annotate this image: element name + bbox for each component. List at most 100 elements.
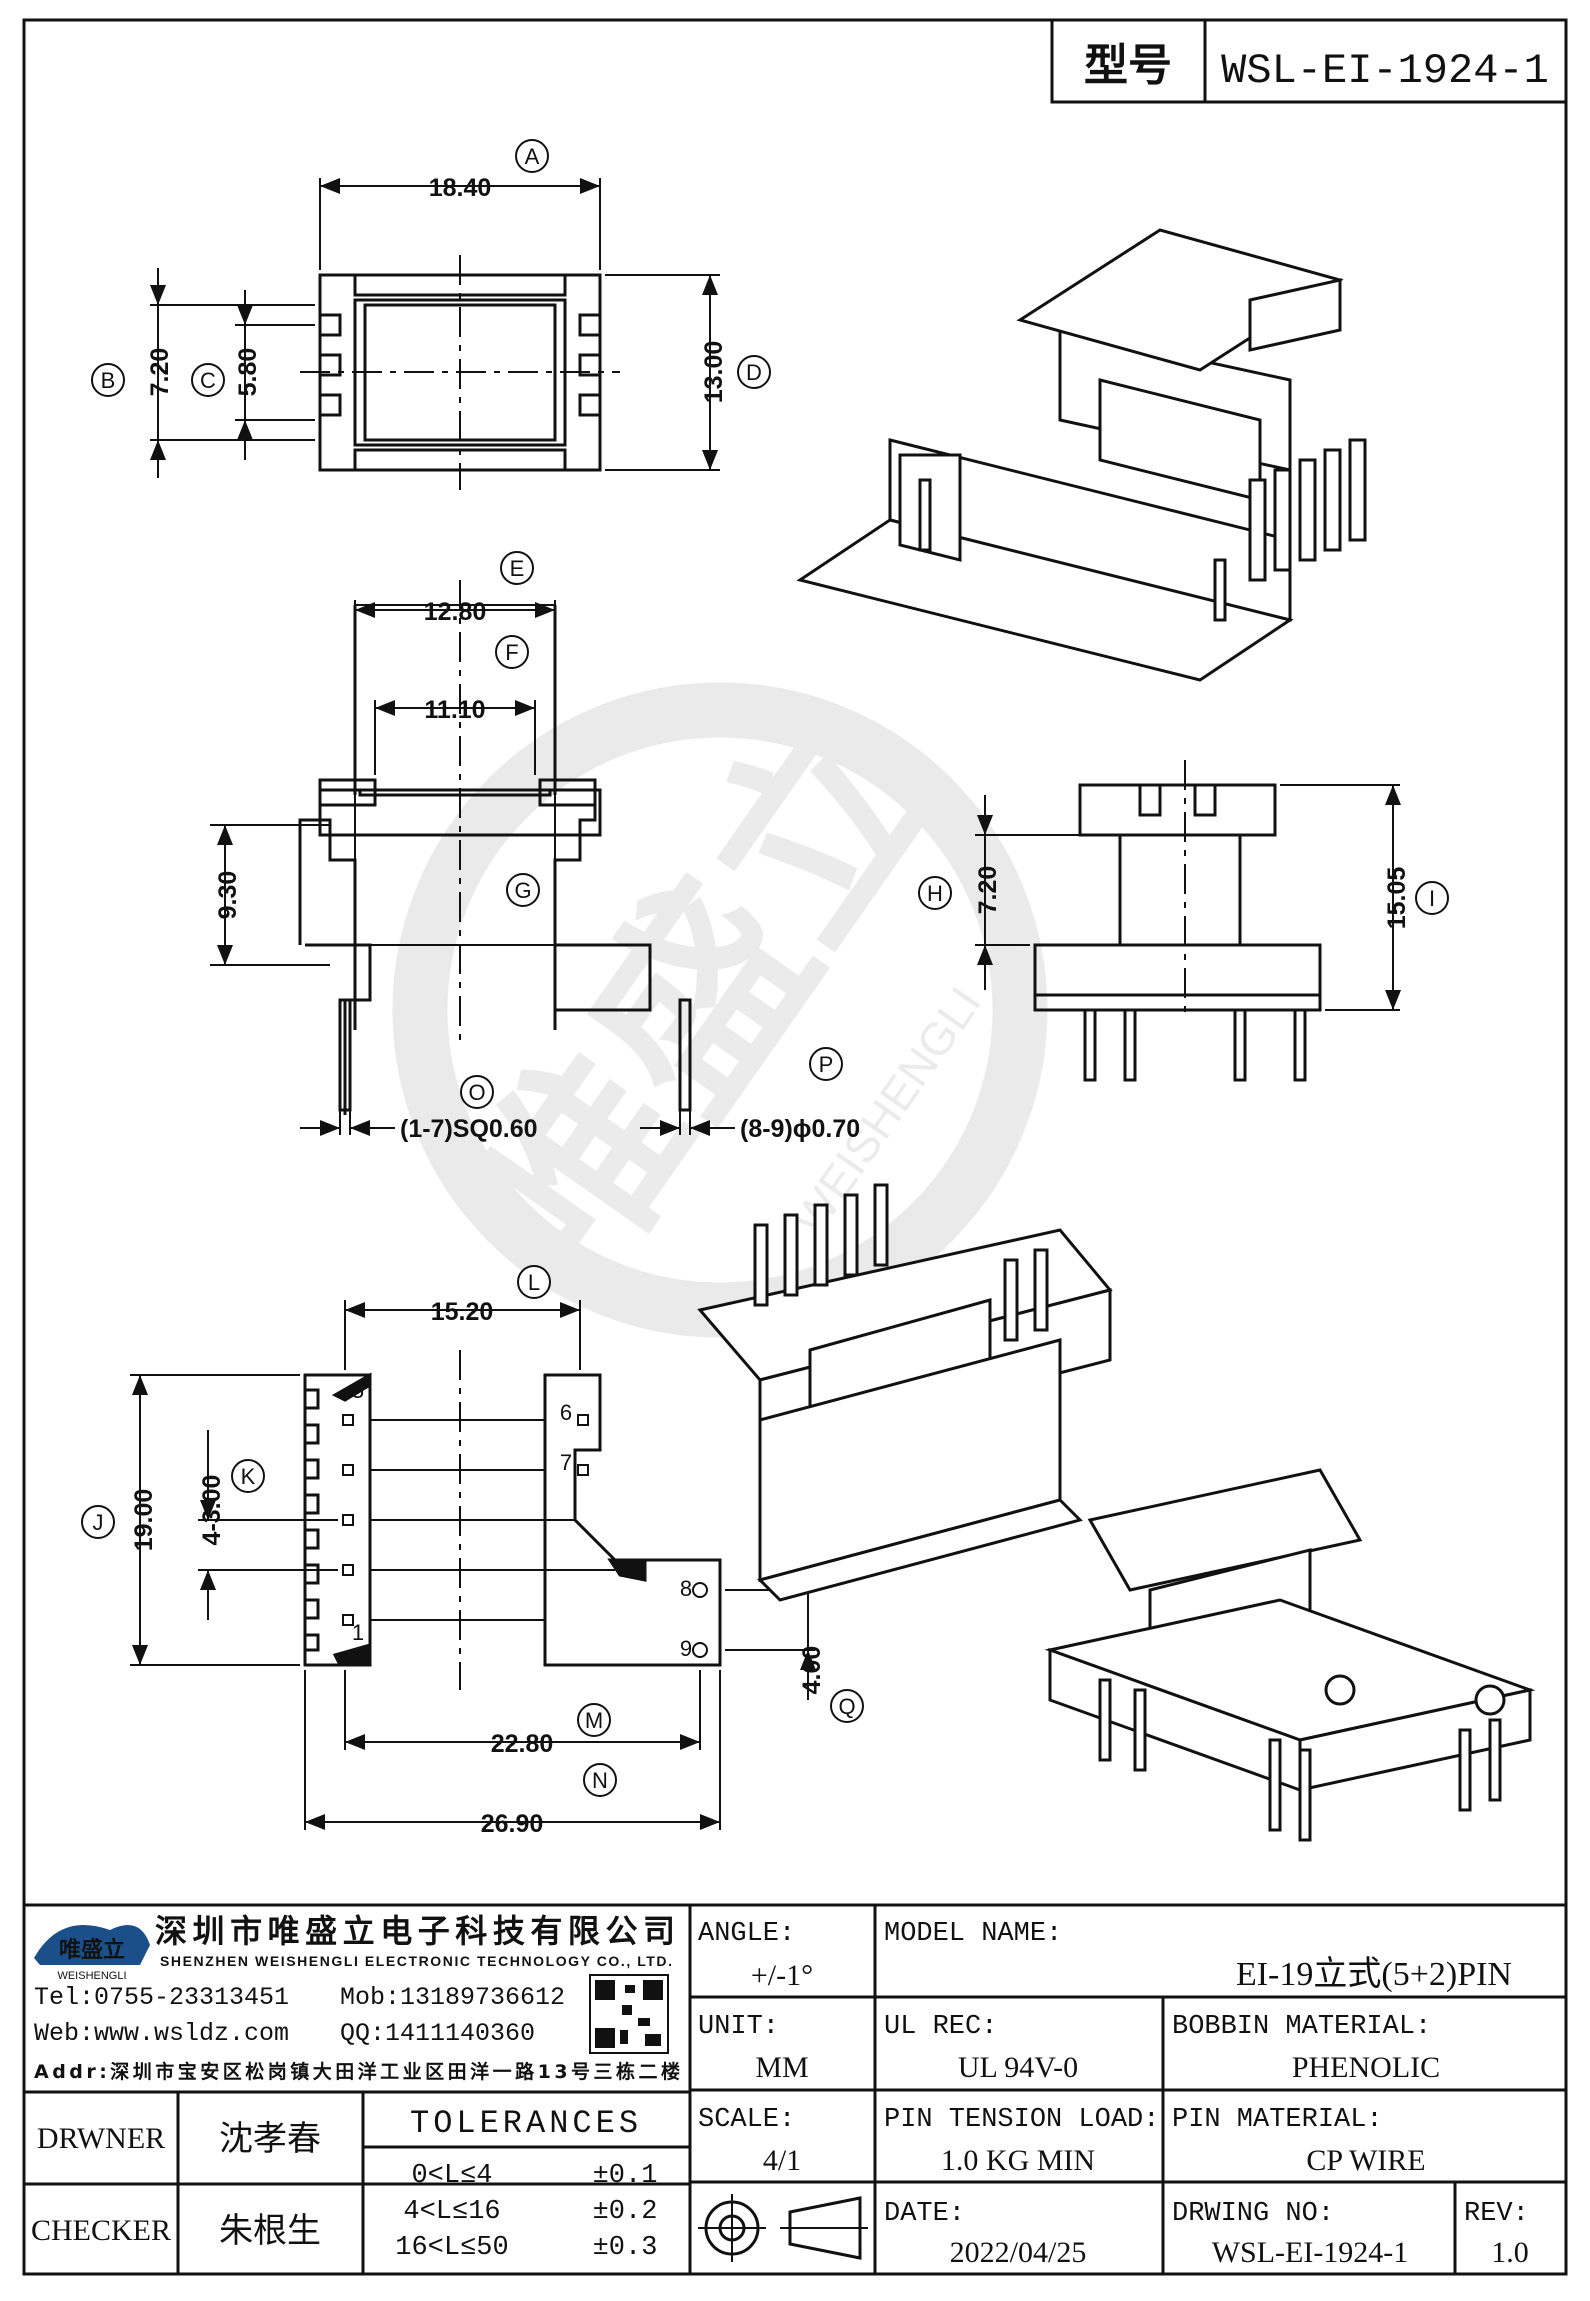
dim-letter-circle-Q: [830, 1689, 864, 1723]
dim-letter-E: E: [510, 556, 525, 581]
company-name-cn: 深圳市唯盛立电子科技有限公司: [155, 1912, 675, 1950]
front-view-dims: [210, 600, 735, 1136]
tension-value: 1.0 KG MIN: [941, 2144, 1095, 2177]
company-qq: QQ:1411140360: [340, 2019, 535, 2048]
footprint-view: [303, 1350, 722, 1690]
bobbin-value: PHENOLIC: [1292, 2051, 1440, 2084]
front-view: [298, 580, 692, 1115]
dim-E: 12.80: [424, 598, 487, 626]
dim-B: 7.20: [146, 348, 174, 397]
dim-P: (8-9)ϕ0.70: [740, 1115, 860, 1143]
company-addr: Addr:深圳市宝安区松岗镇大田洋工业区田洋一路13号三栋二楼: [34, 2060, 680, 2083]
dim-letter-I: I: [1429, 886, 1435, 911]
dim-K: 4-3.00: [198, 1475, 226, 1546]
dim-letter-Q: Q: [838, 1694, 855, 1719]
dim-letter-J: J: [93, 1510, 104, 1535]
tolerance-range: 0<L≤4: [411, 2161, 492, 2191]
dim-letter-B: B: [101, 368, 116, 393]
dim-M: 22.80: [491, 1730, 554, 1758]
date-value: 2022/04/25: [950, 2236, 1087, 2269]
dim-letter-circle-K: [231, 1459, 265, 1493]
drwing-no-label: DRWING NO:: [1172, 2199, 1334, 2229]
bobbin-label: BOBBIN MATERIAL:: [1172, 2012, 1431, 2042]
qr-code: [589, 1974, 669, 2054]
dim-letter-K: K: [241, 1464, 256, 1489]
unit-value: MM: [755, 2051, 808, 2084]
dim-Q: 4.00: [798, 1646, 826, 1695]
tolerance-value: ±0.2: [593, 2197, 658, 2227]
isometric-view-bottom-right: [1044, 1468, 1536, 1842]
dim-letter-L: L: [528, 1270, 540, 1295]
dim-letter-circle-N: [583, 1763, 617, 1797]
model-box: 型号 WSL-EI-1924-1: [1050, 18, 1568, 104]
pin-label-8: 8: [680, 1576, 692, 1601]
top-view-dims: [150, 178, 720, 478]
company-logo: 唯盛立 WEISHENGLI: [34, 1924, 150, 1982]
pin-label-6: 6: [560, 1400, 572, 1425]
scale-label: SCALE:: [698, 2105, 795, 2135]
angle-value: +/-1°: [751, 1959, 813, 1992]
ul-label: UL REC:: [884, 2012, 997, 2042]
dim-letter-M: M: [585, 1708, 603, 1733]
checker-value: 朱根生: [219, 2211, 321, 2251]
dim-A: 18.40: [429, 174, 492, 202]
dim-D: 13.00: [700, 341, 728, 404]
pin-label-1: 1: [352, 1620, 364, 1645]
dim-letter-circle-C: [191, 363, 225, 397]
dim-letter-circle-F: [495, 635, 529, 669]
scale-value: 4/1: [763, 2144, 801, 2177]
dim-letter-circle-G: [506, 873, 540, 907]
dim-letter-circle-A: [515, 139, 549, 173]
model-box-value: WSL-EI-1924-1: [1221, 47, 1549, 95]
dim-letter-N: N: [592, 1768, 608, 1793]
tolerance-range: 16<L≤50: [395, 2233, 508, 2263]
dim-letter-circle-B: [91, 363, 125, 397]
dim-letter-H: H: [927, 881, 943, 906]
dim-letter-C: C: [200, 368, 216, 393]
drwner-label: DRWNER: [37, 2122, 165, 2155]
logo-sub: WEISHENGLI: [57, 1970, 126, 1982]
dim-letter-circle-L: [517, 1265, 551, 1299]
dim-L: 15.20: [431, 1298, 494, 1326]
unit-label: UNIT:: [698, 2012, 779, 2042]
pin-label-7: 7: [560, 1450, 572, 1475]
rev-value: 1.0: [1491, 2236, 1529, 2269]
dim-letter-A: A: [525, 144, 540, 169]
drwing-no-value: WSL-EI-1924-1: [1212, 2236, 1409, 2269]
pin-material-value: CP WIRE: [1306, 2144, 1425, 2177]
dim-letter-circle-J: [81, 1505, 115, 1539]
side-view: [1033, 760, 1322, 1082]
dim-letter-circle-D: [737, 355, 771, 389]
projection-symbol: [698, 2194, 868, 2262]
tolerance-value: ±0.1: [593, 2161, 658, 2191]
company-tel: Tel:0755-23313451: [34, 1983, 289, 2012]
dim-J: 19.00: [130, 1489, 158, 1552]
company-name-en: SHENZHEN WEISHENGLI ELECTRONIC TECHNOLOG…: [160, 1953, 672, 1969]
checker-label: CHECKER: [31, 2214, 171, 2247]
dim-I: 15.05: [1383, 867, 1411, 930]
side-view-dims: [975, 784, 1401, 1011]
watermark: 唯盛立 WEISHENGLI: [392, 669, 1048, 1338]
tolerance-rows: 0<L≤4±0.14<L≤16±0.216<L≤50±0.3: [395, 2161, 657, 2263]
tension-label: PIN TENSION LOAD:: [884, 2105, 1159, 2135]
dim-letter-circle-O: [460, 1075, 494, 1109]
model-name-value: EI-19立式(5+2)PIN: [1236, 1955, 1512, 1993]
pin-label-5: 5: [352, 1378, 364, 1403]
title-block: [24, 1903, 1566, 2274]
dim-letter-D: D: [746, 360, 762, 385]
dim-letter-F: F: [505, 640, 518, 665]
angle-label: ANGLE:: [698, 1919, 795, 1949]
dim-letter-P: P: [819, 1052, 834, 1077]
top-view: [300, 255, 620, 490]
drwner-value: 沈孝春: [219, 2119, 321, 2159]
dim-letter-G: G: [514, 878, 531, 903]
sheet-border: [22, 18, 1568, 2276]
dim-N: 26.90: [481, 1810, 544, 1838]
dimension-letters: A B C D E F G H I O P L K J Q M N: [81, 139, 1449, 1797]
dim-G: 9.30: [214, 871, 242, 920]
isometric-view-bottom-left: [697, 1183, 1113, 1602]
model-name-label: MODEL NAME:: [884, 1919, 1062, 1949]
dim-letter-O: O: [468, 1080, 485, 1105]
